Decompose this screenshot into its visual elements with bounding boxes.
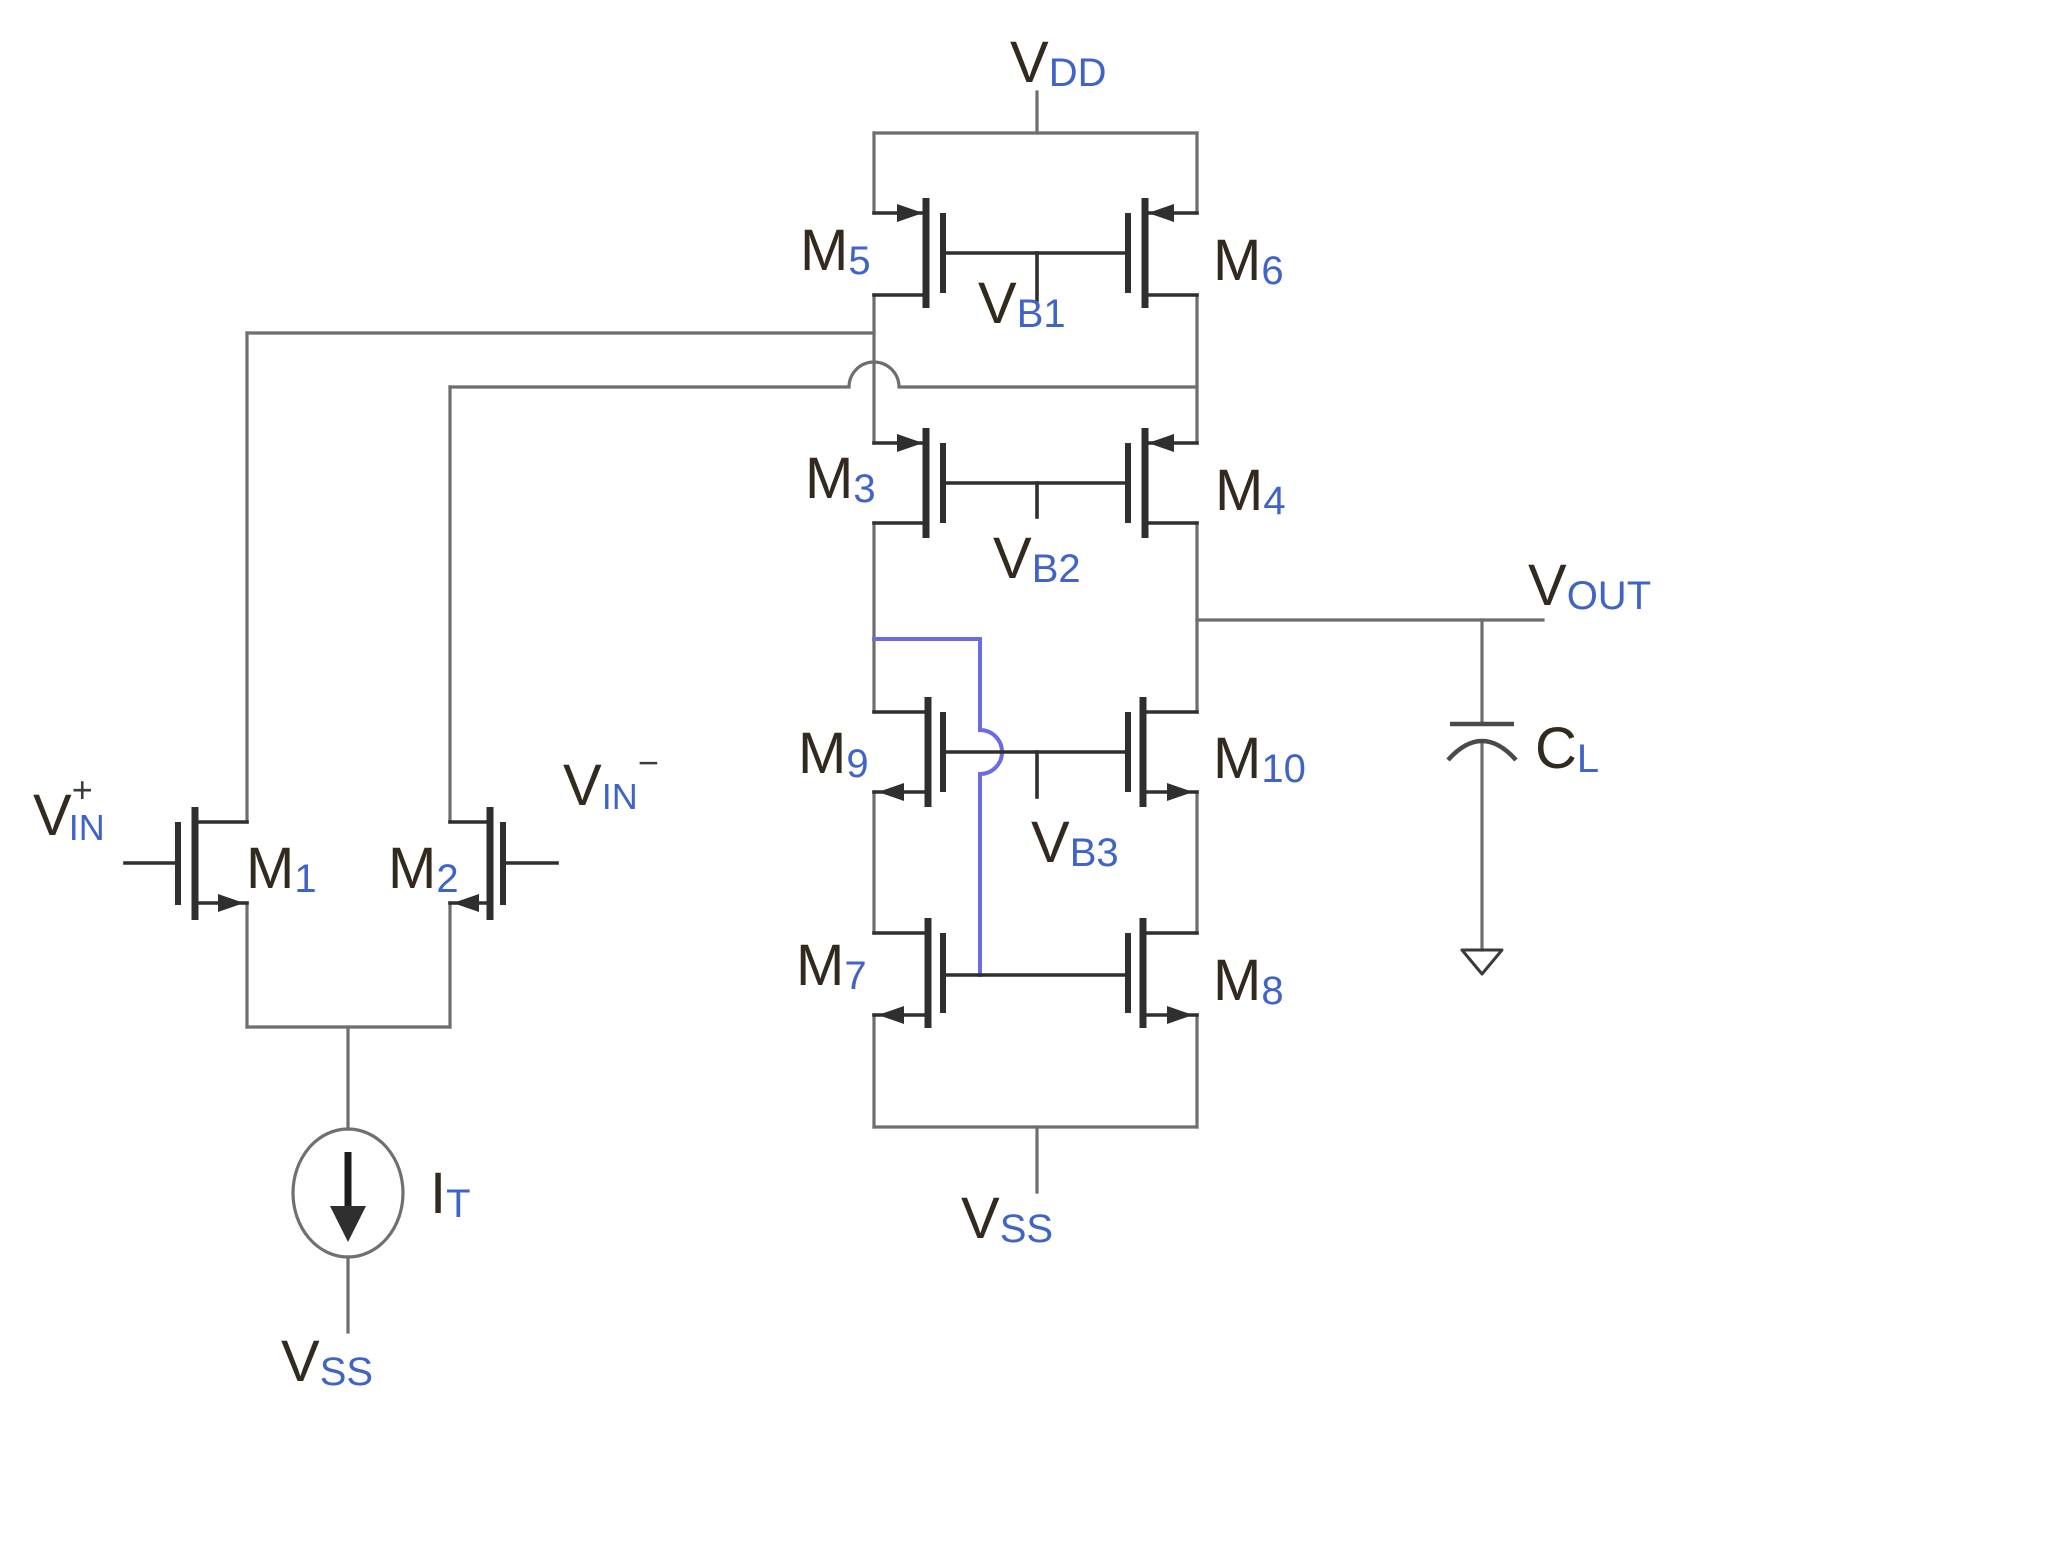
transistor-m6 xyxy=(1125,198,1199,308)
transistor-m7 xyxy=(872,918,946,1028)
label-m6: M6 xyxy=(1213,228,1284,293)
label-vb2: VB2 xyxy=(993,526,1081,591)
label-vss-mid: VSS xyxy=(961,1186,1053,1251)
label-it: IT xyxy=(430,1161,471,1226)
current-source-circle xyxy=(291,1127,405,1259)
label-vin-minus: VIN− xyxy=(563,742,659,818)
m9-source-arrow xyxy=(878,783,904,801)
label-m8: M8 xyxy=(1213,948,1284,1013)
m7-source-arrow xyxy=(878,1006,904,1024)
transistor-m9 xyxy=(872,697,946,807)
transistor-m5 xyxy=(872,198,946,308)
label-m1: M1 xyxy=(246,836,317,901)
label-m2: M2 xyxy=(388,836,459,901)
label-vdd: VDD xyxy=(1010,30,1106,95)
label-m3: M3 xyxy=(805,446,876,511)
transistor-m1 xyxy=(123,807,249,920)
m8-source-arrow xyxy=(1167,1006,1193,1024)
m3-source-arrow xyxy=(897,434,923,452)
m4-source-arrow xyxy=(1148,434,1174,452)
gate-interconnects xyxy=(941,251,1130,977)
m10-source-arrow xyxy=(1167,783,1193,801)
label-vss-tail: VSS xyxy=(281,1329,373,1394)
wires xyxy=(245,90,1545,1334)
label-m4: M4 xyxy=(1215,458,1286,523)
transistor-m4 xyxy=(1125,428,1199,538)
m6-source-arrow xyxy=(1148,204,1174,222)
label-vb1: VB1 xyxy=(978,271,1066,336)
label-m9: M9 xyxy=(798,721,869,786)
transistor-m8 xyxy=(1125,918,1199,1028)
label-m5: M5 xyxy=(800,218,871,283)
label-vout: VOUT xyxy=(1528,553,1651,618)
ground-symbol xyxy=(1460,948,1504,976)
transistor-m2 xyxy=(448,807,559,920)
current-source-it xyxy=(291,1127,405,1259)
transistor-m3 xyxy=(872,428,946,538)
m1-source-arrow xyxy=(218,894,244,912)
labels: VDD M5 M6 VB1 M3 M4 VB2 M9 M10 VB3 M7 M8… xyxy=(33,30,1651,1394)
cl-curved-plate xyxy=(1446,738,1518,762)
label-vin-plus: V+IN xyxy=(33,769,105,848)
label-vb3: VB3 xyxy=(1031,810,1119,875)
highlighted-net-wire xyxy=(872,637,1004,977)
m5-source-arrow xyxy=(897,204,923,222)
label-m10: M10 xyxy=(1213,726,1306,791)
current-source-arrow-head xyxy=(330,1206,366,1242)
transistor-m10 xyxy=(1125,697,1199,807)
label-cl: CL xyxy=(1535,716,1599,781)
capacitor-cl xyxy=(1446,721,1518,762)
m2-source-arrow xyxy=(453,894,479,912)
m2-drain-bus-with-hop xyxy=(448,360,1199,389)
label-m7: M7 xyxy=(796,933,867,998)
